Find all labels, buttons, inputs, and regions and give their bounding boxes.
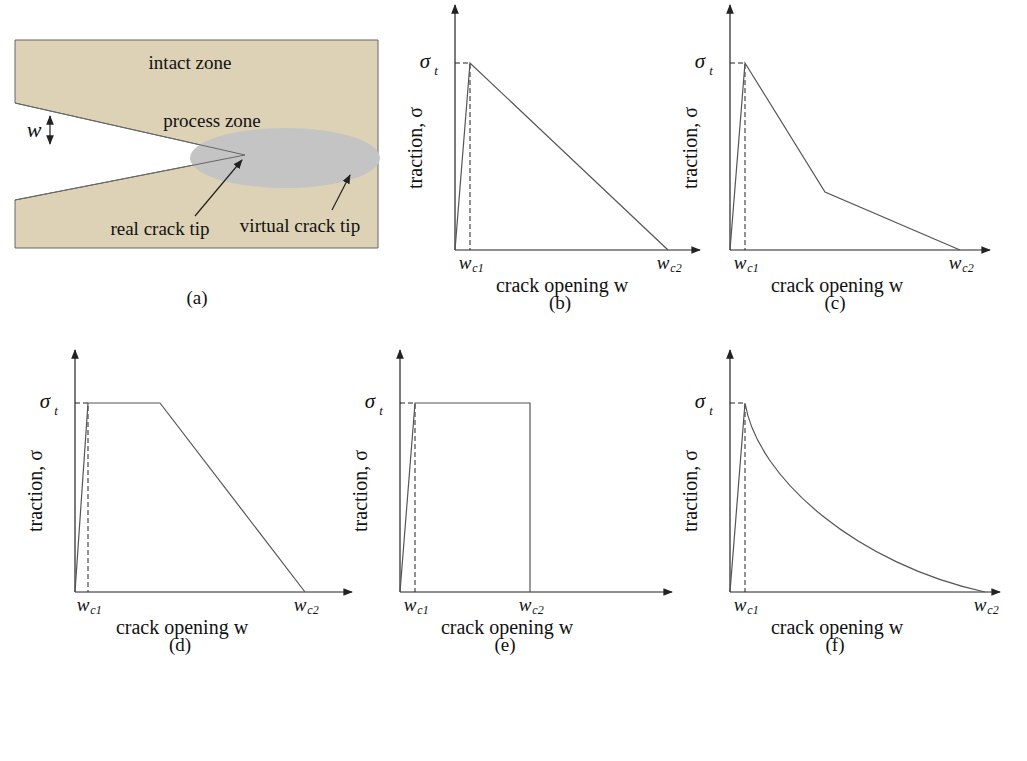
axis-tick-label: t — [709, 404, 713, 417]
traction-plot — [730, 5, 990, 250]
x-axis — [400, 591, 672, 592]
axis-tick-label: t — [379, 404, 383, 417]
axis-tick-label: σ — [40, 391, 50, 412]
axis-tick-label: c2 — [307, 604, 318, 616]
axis-tick-label: c1 — [747, 262, 758, 274]
panel-letter: (c) — [824, 293, 845, 312]
traction-curve — [455, 63, 668, 250]
traction-plot — [455, 5, 700, 250]
axis-tick-label: w — [459, 253, 472, 272]
axis-title: traction, σ — [350, 450, 370, 532]
axis-tick-label: w — [519, 595, 532, 614]
axis-tick-label: c2 — [987, 604, 998, 616]
zone-label: process zone — [163, 111, 261, 130]
axis-tick-label: c1 — [747, 604, 758, 616]
axis-tick-label: w — [404, 595, 417, 614]
axis-title: traction, σ — [25, 450, 45, 532]
axis-tick-label: c2 — [962, 262, 973, 274]
axis-tick-label: w — [734, 595, 747, 614]
callout-label: real crack tip — [110, 219, 209, 238]
axis-tick-label: c2 — [670, 262, 681, 274]
axis-tick-label: σ — [365, 391, 375, 412]
axis-tick-label: w — [974, 595, 987, 614]
axis-tick-label: w — [657, 253, 670, 272]
traction-plot — [730, 350, 1000, 592]
axis-tick-label: w — [949, 253, 962, 272]
axis-tick-label: c2 — [532, 604, 543, 616]
axis-tick-label: t — [434, 64, 438, 77]
panel-letter: (f) — [826, 635, 845, 654]
axis-title: traction, σ — [405, 107, 425, 189]
axis-tick-label: w — [734, 253, 747, 272]
traction-plot — [400, 350, 672, 592]
axis-tick-label: σ — [695, 391, 705, 412]
y-axis — [729, 5, 730, 250]
panel-letter: (d) — [169, 635, 191, 654]
y-axis — [399, 350, 400, 592]
axis-tick-label: w — [77, 595, 90, 614]
x-axis — [730, 249, 990, 250]
axis-tick-label: t — [709, 64, 713, 77]
axis-title: traction, σ — [680, 450, 700, 532]
panel-letter: (b) — [549, 293, 571, 312]
zone-label: intact zone — [149, 53, 232, 72]
axis-tick-label: σ — [695, 51, 705, 72]
axis-tick-label: c1 — [417, 604, 428, 616]
panel-letter: (e) — [494, 635, 515, 654]
traction-curve — [400, 403, 530, 592]
x-axis — [730, 591, 1000, 592]
x-axis — [75, 591, 352, 592]
axis-tick-label: σ — [420, 51, 430, 72]
x-axis — [455, 249, 700, 250]
traction-separation-plots — [75, 5, 1000, 592]
y-axis — [729, 350, 730, 592]
traction-curve — [75, 403, 305, 592]
y-axis — [74, 350, 75, 592]
axis-tick-label: w — [294, 595, 307, 614]
axis-tick-label: t — [54, 404, 58, 417]
panel-letter: (a) — [186, 288, 207, 307]
y-axis — [454, 5, 455, 250]
callout-label: virtual crack tip — [240, 216, 360, 235]
traction-curve — [730, 403, 985, 592]
traction-curve — [730, 63, 960, 250]
opening-symbol: w — [27, 119, 42, 141]
crack-specimen — [15, 40, 380, 248]
traction-plot — [75, 350, 352, 592]
axis-title: traction, σ — [680, 107, 700, 189]
axis-tick-label: c1 — [90, 604, 101, 616]
axis-tick-label: c1 — [472, 262, 483, 274]
